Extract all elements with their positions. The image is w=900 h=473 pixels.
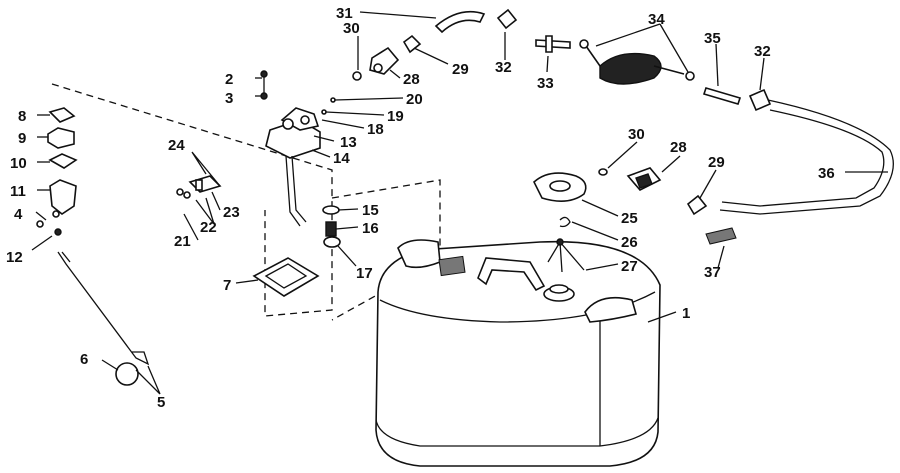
callout-10: 10 [10, 155, 27, 172]
fuel-line-connectors [352, 8, 772, 112]
callout-5: 5 [157, 394, 165, 411]
callout-1: 1 [682, 305, 690, 322]
callout-19: 19 [387, 108, 404, 125]
fuel-gauge-assembly [252, 107, 321, 297]
callout-29-clip: 29 [452, 61, 469, 78]
callout-14: 14 [333, 150, 350, 167]
fasteners [260, 70, 341, 248]
callout-20: 20 [406, 91, 423, 108]
callout-15: 15 [362, 202, 379, 219]
callout-26: 26 [621, 234, 638, 251]
callout-6: 6 [80, 351, 88, 368]
callout-labels: 1 2 3 4 5 6 7 8 9 10 11 12 13 14 15 16 1… [6, 5, 835, 411]
callout-3: 3 [225, 90, 233, 107]
linkage-parts [176, 175, 222, 199]
left-hardware-parts [36, 107, 78, 236]
callout-32-hose-clamp: 32 [754, 43, 771, 60]
callout-29-cap-clip: 29 [708, 154, 725, 171]
callout-32-clamp: 32 [495, 59, 512, 76]
callout-33: 33 [537, 75, 554, 92]
callout-34: 34 [648, 11, 665, 28]
callout-4: 4 [14, 206, 23, 223]
callout-21: 21 [174, 233, 191, 250]
callout-11: 11 [10, 183, 26, 200]
callout-13: 13 [340, 134, 357, 151]
callout-9: 9 [18, 130, 26, 147]
callout-2: 2 [225, 71, 233, 88]
callout-12: 12 [6, 249, 23, 266]
callout-24: 24 [168, 137, 185, 154]
callout-36: 36 [818, 165, 835, 182]
callout-31: 31 [336, 5, 353, 22]
callout-18: 18 [367, 121, 384, 138]
exploded-view-outline [51, 83, 441, 321]
callout-16: 16 [362, 220, 379, 237]
callout-37: 37 [704, 264, 721, 281]
callout-28-cap-connector: 28 [670, 139, 687, 156]
callout-30-cap-oring: 30 [628, 126, 645, 143]
callout-25: 25 [621, 210, 638, 227]
callout-35: 35 [704, 30, 721, 47]
callout-23: 23 [223, 204, 240, 221]
float-arm-and-float [57, 251, 150, 386]
callout-8: 8 [18, 108, 26, 125]
callout-22: 22 [200, 219, 217, 236]
leader-lines [31, 11, 888, 395]
callout-28-connector: 28 [403, 71, 420, 88]
callout-30-oring: 30 [343, 20, 360, 37]
fuel-hose [705, 99, 894, 245]
callout-17: 17 [356, 265, 373, 282]
tank-cap-parts [533, 167, 708, 273]
fuel-tank [375, 239, 661, 467]
callout-7: 7 [223, 277, 231, 294]
callout-27: 27 [621, 258, 638, 275]
